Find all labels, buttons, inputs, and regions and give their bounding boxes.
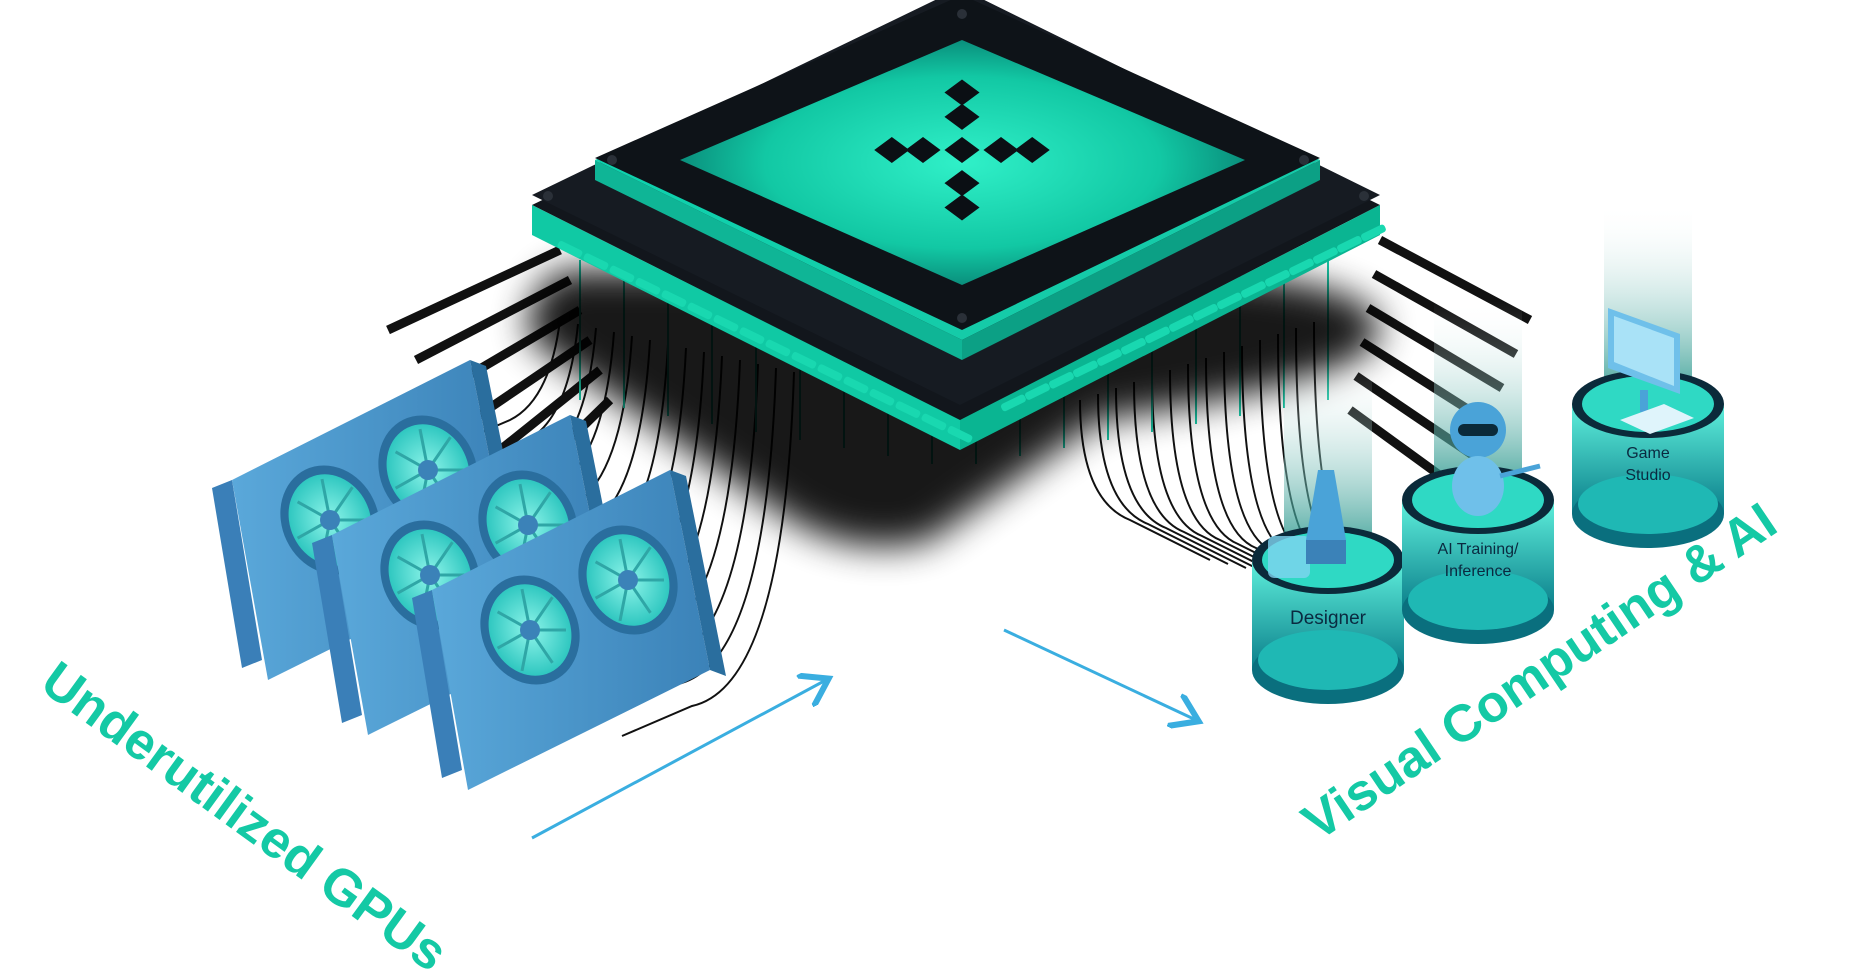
pin	[1145, 326, 1170, 344]
pin	[1217, 292, 1242, 310]
pin	[1265, 269, 1290, 287]
pin	[1169, 315, 1194, 332]
fan-hub	[618, 570, 638, 590]
pen-tool-icon	[1268, 470, 1346, 578]
pin	[765, 339, 791, 357]
pin	[843, 376, 869, 394]
gpu-bracket	[312, 535, 362, 723]
screw	[607, 155, 617, 165]
logo-pixel	[1014, 137, 1050, 163]
pin	[1097, 349, 1122, 366]
pin	[661, 290, 687, 307]
logo-pixel	[944, 103, 980, 130]
pin	[739, 327, 765, 344]
pod-label: Inference	[1445, 563, 1512, 580]
pin	[895, 401, 921, 418]
robot-body	[1452, 456, 1504, 516]
pod-label: Designer	[1290, 608, 1367, 629]
pin	[609, 265, 635, 283]
pod-band	[1258, 630, 1398, 690]
logo-pixel	[874, 137, 910, 163]
pin	[1313, 247, 1338, 264]
pod-label: Game	[1626, 445, 1670, 462]
robot-arm	[1499, 463, 1541, 479]
processor-chip-icon	[528, 0, 1380, 547]
screw	[1299, 155, 1309, 165]
logo-pixel	[944, 79, 980, 106]
pen-base	[1306, 540, 1346, 564]
gpu-card-icon	[412, 470, 726, 790]
chip-top-rim	[595, 160, 962, 360]
text-tool-card	[1268, 536, 1310, 578]
logo-pixel	[905, 137, 941, 163]
screw	[543, 191, 553, 201]
fan-hub	[320, 510, 340, 530]
pixel-cross-logo-icon	[874, 79, 1050, 221]
pin	[1337, 235, 1362, 253]
chip-pins	[557, 224, 1386, 443]
pin	[1289, 258, 1314, 276]
pin	[947, 426, 973, 443]
robot-visor	[1458, 424, 1498, 436]
arrow-icon	[1003, 628, 1196, 720]
pod-label: Studio	[1625, 467, 1670, 484]
pin	[921, 413, 947, 431]
pin	[817, 364, 843, 381]
pin	[557, 241, 583, 258]
logo-pixel	[944, 194, 980, 221]
screw	[957, 313, 967, 323]
pin	[687, 302, 713, 320]
arrow-icon	[531, 680, 826, 840]
pin	[1121, 337, 1146, 355]
pin	[713, 315, 739, 332]
gpu-bracket	[212, 480, 262, 668]
pin	[635, 278, 661, 295]
pin	[1049, 371, 1074, 389]
pin	[1241, 281, 1266, 298]
gpu-cards	[212, 360, 726, 790]
screw	[957, 9, 967, 19]
pin	[1001, 394, 1026, 412]
pin	[1025, 383, 1050, 400]
logo-pixel	[983, 137, 1019, 163]
chip-base-rim	[532, 205, 960, 450]
logo-pixel	[944, 170, 980, 197]
pod-band	[1408, 570, 1548, 630]
chip-top-rim-right	[962, 160, 1320, 360]
screw	[1359, 191, 1369, 201]
pin	[1193, 303, 1218, 321]
monitor-stand	[1640, 390, 1648, 412]
pin	[583, 253, 609, 270]
pin	[1361, 224, 1386, 242]
pen-nib	[1306, 470, 1346, 540]
fan-hub	[520, 620, 540, 640]
logo-pixel	[944, 137, 980, 163]
pod-label: AI Training/	[1438, 541, 1519, 558]
fan-hub	[518, 515, 538, 535]
lead-line	[386, 245, 562, 335]
fan-hub	[420, 565, 440, 585]
lead-line	[497, 366, 603, 454]
gpu-edge	[670, 470, 726, 676]
monitor-display	[1614, 316, 1674, 386]
keyboard	[1620, 404, 1694, 434]
workload-pod: AI Training/Inference	[1402, 300, 1554, 644]
robot-icon	[1450, 402, 1541, 516]
pin	[869, 389, 895, 406]
gpu-bracket	[412, 590, 462, 778]
monitor-icon	[1608, 308, 1694, 434]
pod-band	[1578, 474, 1718, 534]
pin	[1073, 360, 1098, 378]
fan-hub	[418, 460, 438, 480]
pin	[791, 352, 817, 369]
